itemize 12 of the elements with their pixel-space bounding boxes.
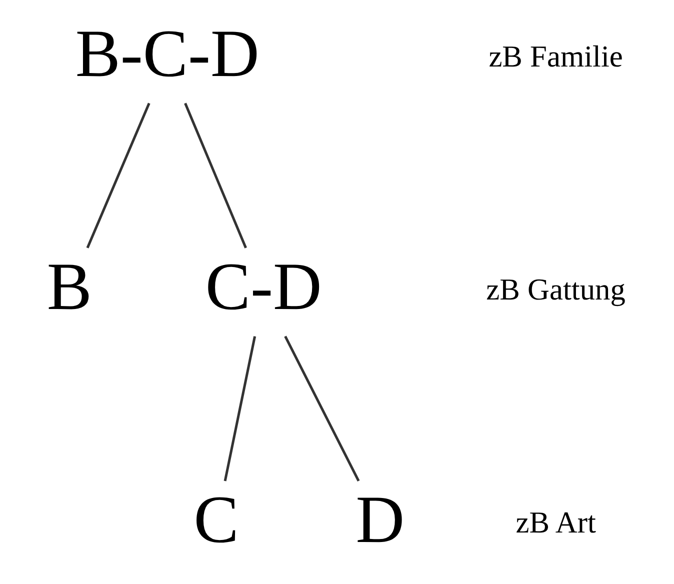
node-text: D <box>355 482 404 557</box>
label: zB Gattung <box>486 272 625 306</box>
label: zB Art <box>515 506 596 540</box>
connector <box>223 336 256 482</box>
node-text: B <box>46 248 92 324</box>
connector <box>86 102 150 248</box>
label: zB Familie <box>488 39 622 74</box>
node-text: C-D <box>204 248 322 324</box>
connector <box>184 102 246 248</box>
node-text: C <box>193 482 238 557</box>
connector <box>284 336 360 482</box>
node-text: B-C-D <box>74 16 259 91</box>
